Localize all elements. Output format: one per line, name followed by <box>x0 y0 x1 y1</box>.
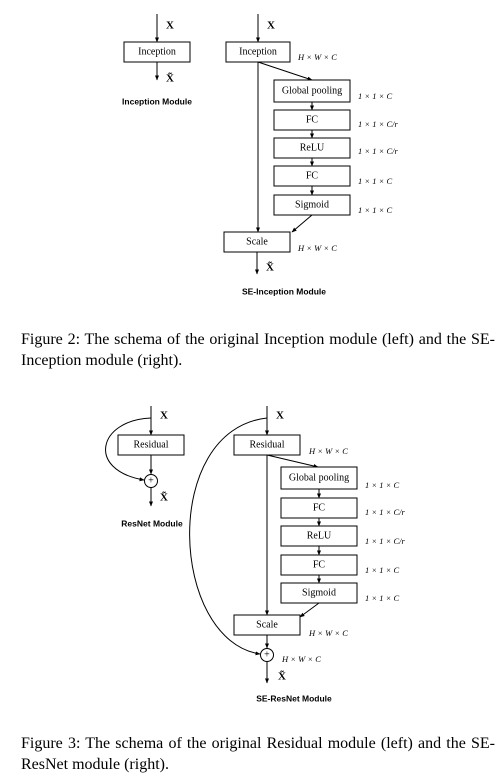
fig2-right-step-dim: 1 × 1 × C/r <box>358 119 399 129</box>
fig3-right-step-label: FC <box>313 502 326 513</box>
fig2-se-inception-module: X Inception H × W × C Global pooling 1 ×… <box>223 14 399 296</box>
fig3-left-skip-curve <box>105 417 152 482</box>
fig3-right-branch-line <box>266 454 319 468</box>
fig2-right-merge-line <box>291 214 313 233</box>
fig2-left-output-label: X̃ <box>166 72 174 85</box>
fig3-right-input-label: X <box>276 410 284 422</box>
fig3-right-residual-dim: H × W × C <box>308 446 348 456</box>
fig2-left-module-name: Inception Module <box>122 96 192 106</box>
figure3-caption: Figure 3: The schema of the original Res… <box>21 735 495 773</box>
fig3-left-residual-label: Residual <box>134 439 169 450</box>
fig2-right-step-dim: 1 × 1 × C/r <box>358 146 399 156</box>
fig3-right-step-label: Sigmoid <box>302 587 336 598</box>
fig2-right-inception-label: Inception <box>239 46 277 57</box>
fig2-right-step-dim: 1 × 1 × C <box>358 205 392 215</box>
fig3-left-sum-node <box>144 474 158 488</box>
fig3-right-step-dim: 1 × 1 × C/r <box>365 507 406 517</box>
fig3-right-step-dim: 1 × 1 × C/r <box>365 536 406 546</box>
fig3-right-skip-curve <box>189 417 268 656</box>
fig3-right-step-label: Global pooling <box>289 472 349 483</box>
fig2-right-output-label: X̃ <box>266 261 274 274</box>
fig2-inception-module: X Inception X̃ Inception Module <box>122 14 192 106</box>
fig2-right-module-name: SE-Inception Module <box>242 286 326 296</box>
fig3-right-step-label: FC <box>313 559 326 570</box>
fig2-right-scale-dim: H × W × C <box>297 243 337 253</box>
fig2-right-step-label: FC <box>306 170 319 181</box>
fig3-resnet-module: X Residual + X̃ ResNet Module <box>105 406 185 528</box>
fig2-right-scale-label: Scale <box>246 236 268 247</box>
fig2-right-inception-dim: H × W × C <box>297 52 337 62</box>
fig2-right-step-label: Global pooling <box>282 85 342 96</box>
fig3-right-sum-symbol: + <box>264 649 270 660</box>
fig2-right-step-dim: 1 × 1 × C <box>358 176 392 186</box>
fig3-right-scale-label: Scale <box>256 619 278 630</box>
fig3-right-merge-line <box>299 602 320 618</box>
fig3-right-residual-label: Residual <box>250 439 285 450</box>
fig2-left-input-label: X <box>166 20 174 32</box>
figure2-caption: Figure 2: The schema of the original Inc… <box>21 331 495 369</box>
fig3-left-output-label: X̃ <box>160 491 168 504</box>
fig2-right-input-label: X <box>267 20 275 32</box>
fig3-left-module-name: ResNet Module <box>121 518 183 528</box>
fig2-right-step-label: Sigmoid <box>295 199 329 210</box>
fig3-right-sum-node <box>260 648 274 662</box>
fig2-right-step-dim: 1 × 1 × C <box>358 91 392 101</box>
fig3-right-step-dim: 1 × 1 × C <box>365 480 399 490</box>
fig2-left-inception-label: Inception <box>138 46 176 57</box>
fig3-right-sum-dim: H × W × C <box>281 654 321 664</box>
fig3-right-output-label: X̃ <box>278 670 286 683</box>
fig3-right-module-name: SE-ResNet Module <box>256 693 332 703</box>
fig3-left-sum-symbol: + <box>148 475 154 486</box>
fig3-right-step-label: ReLU <box>307 530 332 541</box>
fig2-right-step-label: ReLU <box>300 142 325 153</box>
fig2-right-branch-line <box>257 61 313 81</box>
fig3-right-step-dim: 1 × 1 × C <box>365 565 399 575</box>
fig3-right-step-dim: 1 × 1 × C <box>365 593 399 603</box>
fig3-se-resnet-module: X Residual H × W × C Global pooling 1 × … <box>189 406 406 703</box>
fig3-left-input-label: X <box>160 410 168 422</box>
fig2-right-step-label: FC <box>306 114 319 125</box>
fig3-right-scale-dim: H × W × C <box>308 628 348 638</box>
